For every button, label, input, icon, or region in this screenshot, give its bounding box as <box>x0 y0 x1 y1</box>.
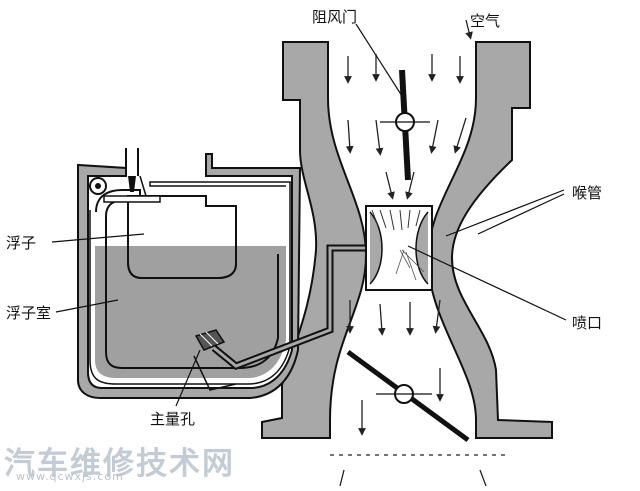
watermark-url: www.qcwxjs.com <box>16 470 124 483</box>
outlet-arrows <box>330 454 506 487</box>
fuel-channel <box>95 189 279 369</box>
choke-valve <box>380 69 430 181</box>
label-main-jet: 主量孔 <box>150 410 196 428</box>
label-choke-valve: 阻风门 <box>312 8 358 26</box>
venturi <box>365 205 433 291</box>
label-float: 浮子 <box>6 234 37 252</box>
carburetor-body <box>77 41 553 439</box>
label-float-chamber: 浮子室 <box>6 304 52 322</box>
main-jet-passage <box>193 244 404 391</box>
watermark-text: 汽车维修技术网 <box>4 446 235 482</box>
label-nozzle: 喷口 <box>572 314 603 332</box>
needle-valve <box>89 148 161 203</box>
airflow-arrows <box>344 19 473 436</box>
throttle-valve <box>346 349 470 443</box>
label-air: 空气 <box>470 12 501 30</box>
leader-lines <box>51 23 567 407</box>
label-venturi: 喉管 <box>572 184 603 202</box>
float <box>127 195 237 279</box>
